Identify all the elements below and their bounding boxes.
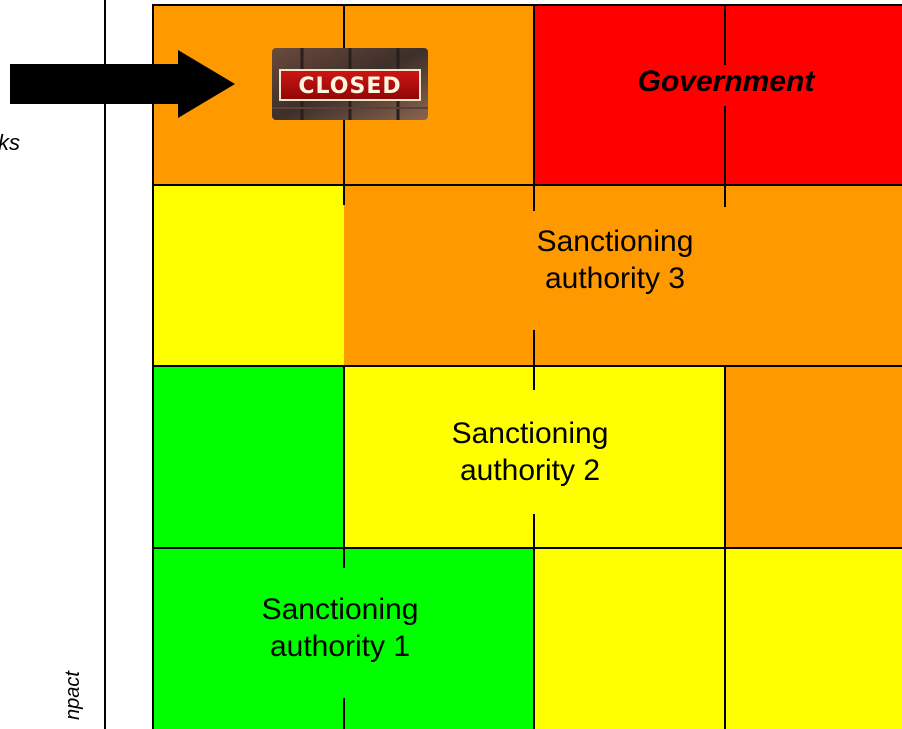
closed-sign-text: CLOSED (298, 74, 401, 99)
col-divider-725-e (724, 548, 726, 729)
matrix-left-border (152, 5, 154, 729)
col-divider-534-d (533, 366, 535, 390)
col-divider-534-f (533, 548, 535, 729)
col-divider-534-c (533, 330, 535, 366)
col-divider-534-b (533, 185, 535, 211)
row-divider-2 (152, 365, 902, 367)
arrow-right-icon (10, 50, 235, 118)
cell-r3-green (153, 366, 344, 548)
matrix-top-border (152, 4, 902, 6)
cell-r1-red (534, 5, 902, 185)
col-divider-534-e (533, 514, 535, 548)
col-divider-344-e (343, 698, 345, 729)
col-divider-534-a (533, 5, 535, 185)
col-divider-725-a (724, 5, 726, 65)
label-sa3-line1: Sanctioning (536, 225, 694, 258)
label-sa1-line1: Sanctioning (261, 593, 419, 626)
label-sanctioning-authority-2: Sanctioning authority 2 (385, 416, 675, 489)
col-divider-725-c (724, 185, 726, 207)
cell-r2-orange (344, 185, 902, 366)
cell-r4-yellow (534, 548, 902, 729)
label-sanctioning-authority-1: Sanctioning authority 1 (195, 592, 485, 665)
row-divider-1 (152, 184, 902, 186)
label-sa3-line2: authority 3 (544, 261, 686, 295)
col-divider-344-c (343, 366, 345, 548)
label-sa1-line2: authority 1 (269, 629, 411, 663)
label-sa2-line2: authority 2 (459, 453, 601, 487)
col-divider-725-d (724, 366, 726, 548)
axis-label-top-partial: ks (0, 130, 20, 155)
label-sanctioning-authority-3: Sanctioning authority 3 (470, 224, 760, 297)
col-divider-725-b (724, 106, 726, 185)
label-sa2-line1: Sanctioning (451, 417, 609, 450)
cell-r3-orange (725, 366, 902, 548)
axis-line (104, 0, 106, 729)
cell-r2-yellow (153, 185, 344, 366)
closed-sign-icon: CLOSED (272, 48, 428, 120)
axis-label-bottom-partial: npact (62, 671, 84, 720)
label-government: Government (637, 65, 815, 98)
row-divider-3 (152, 547, 902, 549)
col-divider-344-d (343, 548, 345, 568)
col-divider-344-b (343, 185, 345, 205)
